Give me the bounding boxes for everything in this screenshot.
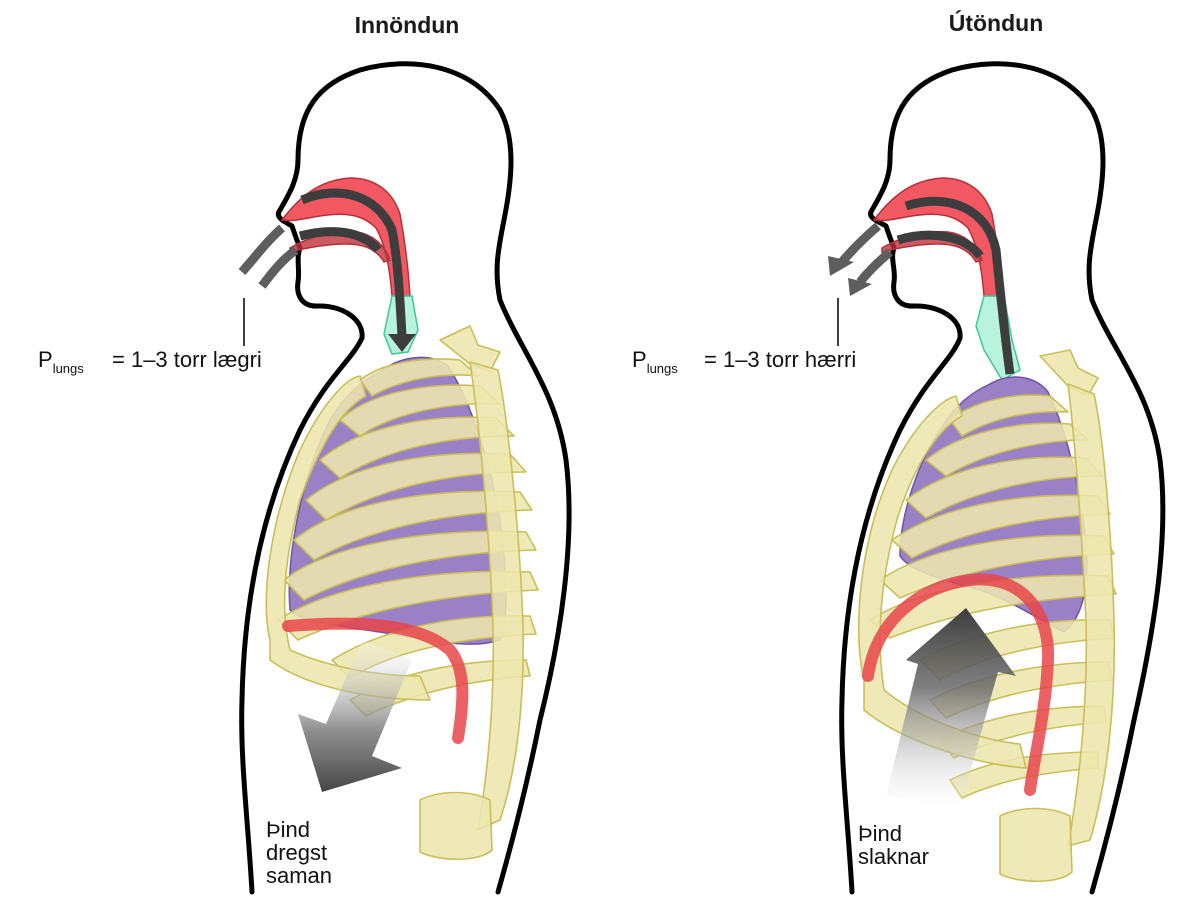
diaphragm-label-line1: Þind: [266, 817, 310, 842]
panel-inhalation: Innöndun: [38, 12, 569, 892]
diaphragm-label-line3: saman: [266, 863, 332, 888]
rib-cage: [266, 326, 538, 859]
diaphragm-label-line2: slaknar: [858, 844, 929, 869]
panel-title: Útöndun: [949, 9, 1044, 36]
panel-exhalation: Útöndun: [632, 9, 1163, 892]
pressure-label: Plungs: [38, 347, 84, 376]
diaphragm-label-line1: Þind: [858, 821, 902, 846]
diaphragm-label-line2: dregst: [266, 840, 327, 865]
panel-title: Innöndun: [355, 12, 460, 38]
pressure-value: = 1–3 torr lægri: [112, 347, 262, 372]
pressure-value: = 1–3 torr hærri: [704, 347, 856, 372]
pressure-label: Plungs: [632, 347, 678, 376]
